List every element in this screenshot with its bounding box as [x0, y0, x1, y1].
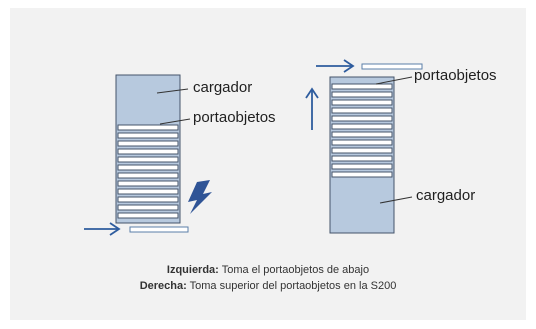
right-slide: [331, 163, 393, 170]
left-slides-leader: [159, 118, 191, 125]
caption-line-2: Derecha: Toma superior del portaobjetos …: [0, 281, 536, 292]
left-stack: [115, 74, 191, 233]
caption-line-1: Izquierda: Toma el portaobjetos de abajo: [0, 265, 536, 276]
right-slide: [331, 99, 393, 106]
left-slide: [117, 180, 179, 187]
right-slide: [331, 91, 393, 98]
right-slide: [331, 155, 393, 162]
right-slide: [331, 107, 393, 114]
left-loader-label: cargador: [193, 79, 253, 96]
right-slide: [331, 147, 393, 154]
arrow-right-icon: [84, 222, 121, 236]
right-slide-stack: [331, 83, 393, 178]
left-slide-stack: [117, 124, 179, 219]
left-slide: [117, 188, 179, 195]
left-slide: [117, 140, 179, 147]
left-slides-label: portaobjetos: [193, 109, 276, 126]
left-loader-leader: [156, 88, 189, 94]
caption-right-text: Toma superior del portaobjetos en la S20…: [189, 280, 397, 292]
right-slides-leader: [375, 76, 413, 85]
left-slide: [117, 204, 179, 211]
caption-right-title: Derecha:: [139, 280, 187, 292]
arrow-up-icon: [305, 87, 319, 130]
right-slide: [331, 123, 393, 130]
caption-left-title: Izquierda:: [166, 264, 219, 276]
left-slide: [117, 196, 179, 203]
left-slide: [117, 156, 179, 163]
right-slide: [331, 83, 393, 90]
right-loader-leader: [379, 196, 413, 204]
left-slide: [117, 164, 179, 171]
right-ejected-slide: [361, 63, 423, 70]
right-loader-label: cargador: [416, 187, 476, 204]
left-slide: [117, 132, 179, 139]
left-slide: [117, 148, 179, 155]
right-slide: [331, 139, 393, 146]
right-stack: [329, 63, 423, 234]
left-ejected-slide: [129, 226, 189, 233]
right-slide: [331, 115, 393, 122]
right-slide: [331, 131, 393, 138]
diagram-panel: [10, 8, 526, 320]
right-slides-label: portaobjetos: [414, 67, 497, 84]
left-slide: [117, 172, 179, 179]
lightning-icon: [188, 180, 212, 214]
left-slide: [117, 212, 179, 219]
right-slide: [331, 171, 393, 178]
arrow-right-icon: [316, 59, 355, 73]
left-slide: [117, 124, 179, 131]
caption-left-text: Toma el portaobjetos de abajo: [221, 264, 370, 276]
